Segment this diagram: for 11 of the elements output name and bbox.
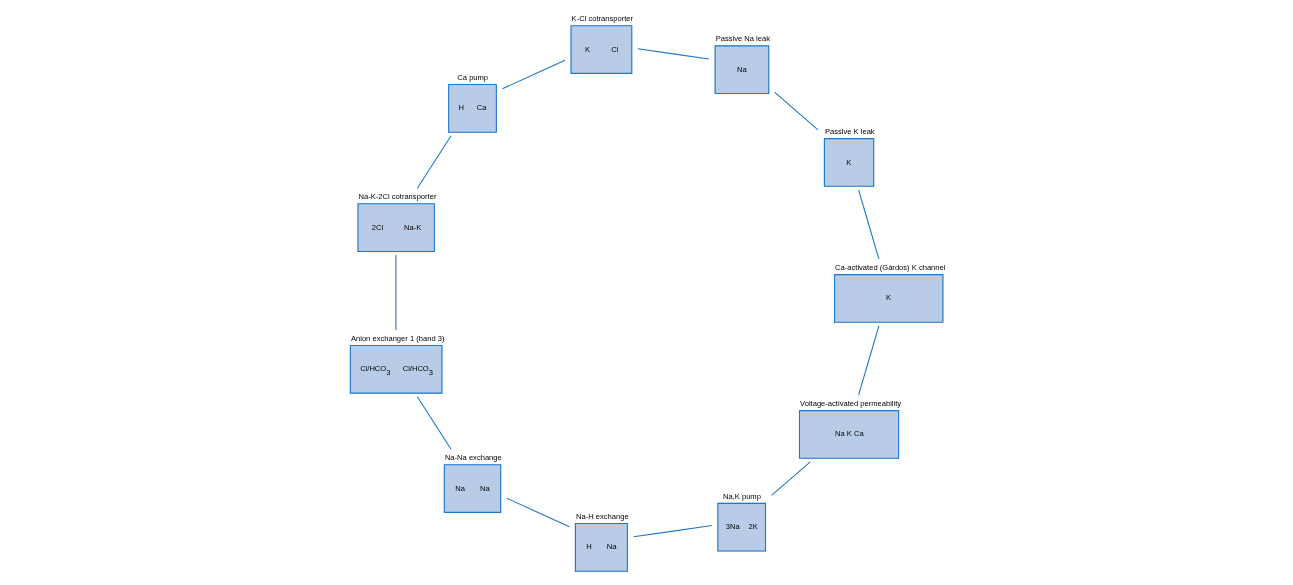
connector <box>771 461 811 496</box>
connector <box>858 189 880 260</box>
connector <box>416 396 452 450</box>
connector <box>774 91 819 131</box>
connector <box>637 48 710 60</box>
connector <box>416 135 452 189</box>
connector <box>858 325 880 396</box>
connector <box>506 497 570 528</box>
connector <box>395 254 397 331</box>
connector <box>632 525 713 538</box>
connector <box>501 59 566 90</box>
